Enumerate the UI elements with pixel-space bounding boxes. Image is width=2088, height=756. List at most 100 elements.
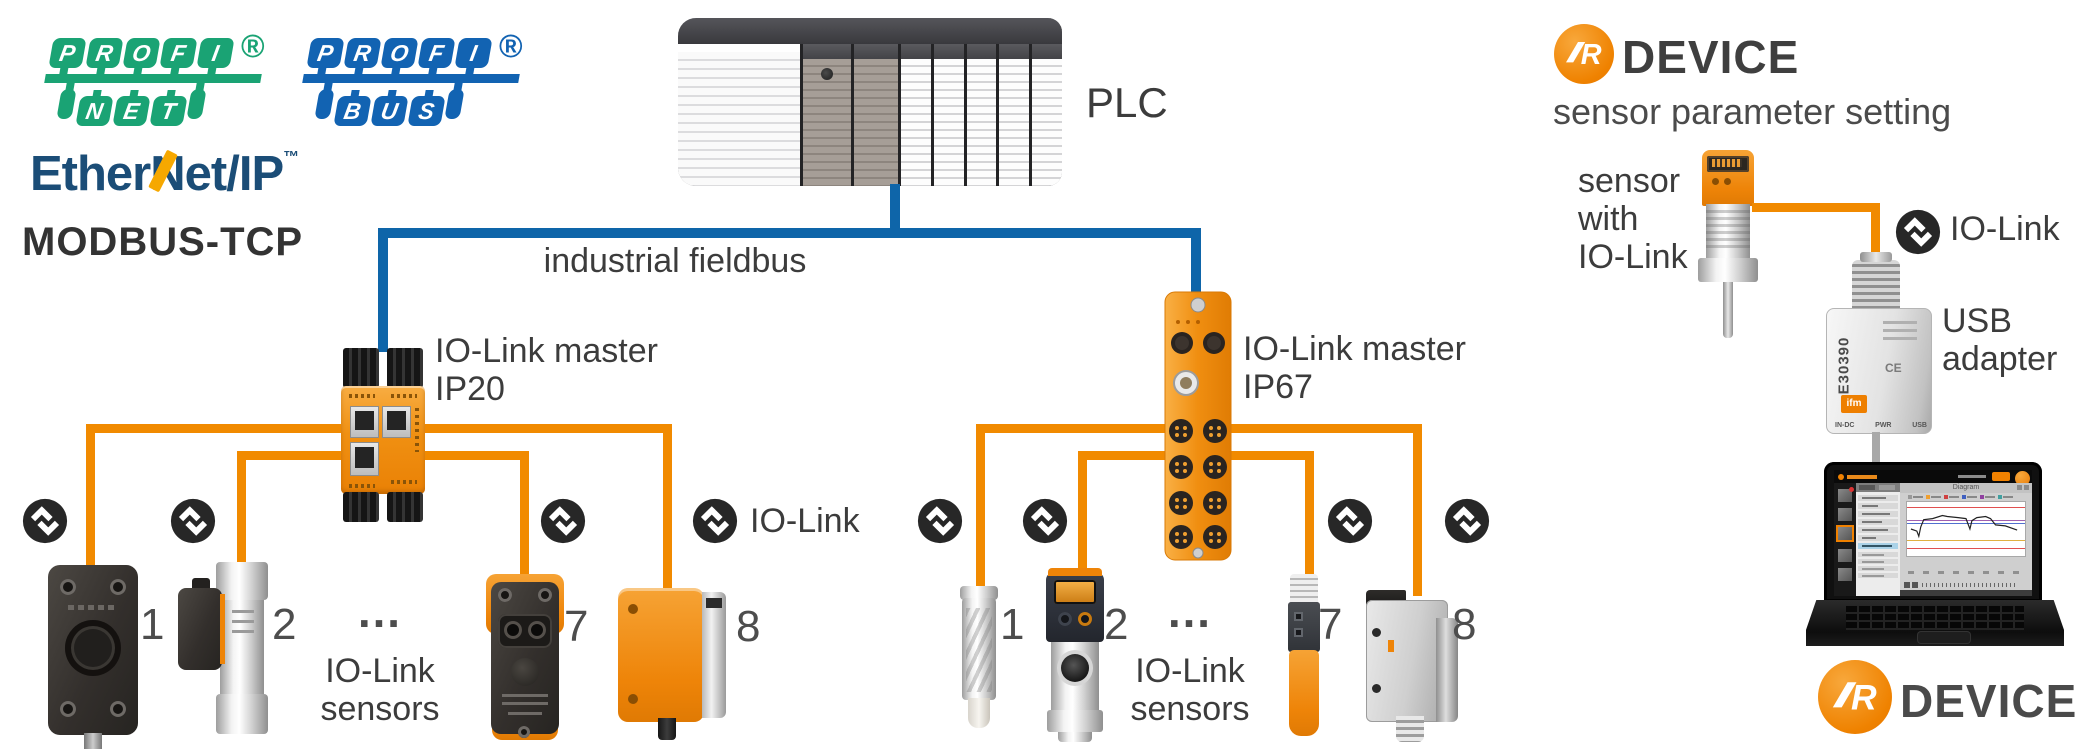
iolink-cable: [520, 451, 529, 583]
touchpad: [1918, 632, 1970, 643]
plc-module: [933, 18, 964, 186]
sensor-pressure: [1046, 568, 1104, 742]
sensor-number: 1: [1000, 600, 1025, 649]
sensor-level-cylinder: [1286, 574, 1322, 738]
plc-rack: [678, 18, 1062, 186]
sensor-rfid: [48, 565, 138, 749]
iolink-icon: [1022, 498, 1068, 544]
iolink-icon: [692, 498, 738, 544]
chart-window-title: Diagram: [1900, 483, 2032, 493]
plc-module: [966, 18, 997, 186]
sensor-number: 7: [564, 602, 589, 651]
ethernet-ip-logo: EtherNet/IP™: [30, 147, 300, 201]
device-brand-title: DEVICE: [1622, 31, 1800, 83]
plc-module: [803, 18, 851, 186]
iolink-label: IO-Link: [1950, 210, 2060, 248]
iolink-cable: [1078, 451, 1087, 575]
iolink-icon: [1895, 209, 1941, 255]
lr-device-logo-icon: R: [1818, 660, 1892, 734]
ce-mark: CE: [1885, 361, 1902, 375]
plc-module: [999, 18, 1030, 186]
trend-chart: [1906, 501, 2026, 557]
software-titlebar: [1834, 470, 2032, 486]
iolink-master-ip67: [1164, 291, 1232, 561]
port-label: PWR: [1875, 422, 1892, 429]
iolink-cable: [1413, 424, 1422, 596]
iolink-cable: [976, 424, 985, 594]
sensor-flow: [176, 560, 271, 740]
profibus-letter-tile: P: [306, 38, 345, 68]
iolink-cable: [86, 424, 95, 572]
iolink-cable: [1752, 203, 1880, 212]
iolink-icon: [917, 498, 963, 544]
iolink-cable: [421, 451, 529, 460]
connector-stub: [658, 718, 676, 740]
sensor-optical: [486, 574, 564, 740]
fieldbus-label: industrial fieldbus: [543, 242, 807, 280]
iolink-cable: [1305, 451, 1314, 581]
plc-module: [1032, 18, 1062, 186]
laptop-keyboard-base: [1806, 600, 2064, 646]
connector-stub: [84, 733, 102, 749]
profibus-bus-bar: [302, 74, 520, 83]
iolink-cable: [237, 451, 246, 569]
m12-connector: [1396, 716, 1424, 742]
plc-label: PLC: [1086, 79, 1168, 126]
keyboard: [1846, 606, 2024, 630]
ethernet-port: [350, 442, 379, 476]
software-parameter-list: [1856, 483, 1900, 596]
terminal-connector: [343, 492, 379, 522]
svg-text:R: R: [1581, 39, 1602, 71]
sensor-number: 2: [1104, 600, 1129, 649]
iolink-icon: [1327, 498, 1373, 544]
sensor-number: 8: [736, 602, 761, 651]
profinet-bus-bar: [44, 74, 262, 83]
iolink-cable: [1871, 203, 1880, 265]
iolink-cable: [663, 424, 672, 596]
software-button: [1992, 472, 2010, 481]
laptop-screen: Diagram: [1824, 462, 2042, 602]
sensor-number: 2: [272, 600, 297, 649]
fieldbus-line: [378, 228, 1201, 238]
lr-device-software-window: Diagram: [1834, 470, 2032, 596]
plc-cpu-module: [678, 18, 800, 186]
sensor-temperature: [1698, 150, 1758, 342]
ellipsis: …: [1166, 585, 1218, 637]
ifm-logo: ifm: [1841, 395, 1867, 413]
adapter-model-text: E30390: [1835, 336, 1853, 395]
software-logo-icon: [2015, 471, 2030, 486]
plc-module-knob: [821, 68, 833, 80]
iolink-icon: [170, 498, 216, 544]
sensor-with-iolink-label: sensor with IO-Link: [1578, 162, 1688, 276]
plc-top-band: [678, 18, 1062, 44]
terminal-connector: [387, 348, 423, 388]
iolink-icon: [22, 498, 68, 544]
parameter-setting-subtitle: sensor parameter setting: [1553, 91, 1952, 132]
terminal-connector: [343, 348, 379, 388]
iolink-icon: [1444, 498, 1490, 544]
registered-mark: ®: [241, 28, 265, 64]
iolink-master-ip20: [341, 348, 425, 522]
lr-device-logo-icon: R: [1554, 24, 1614, 84]
port-label: USB: [1912, 422, 1927, 429]
sensor-number: 1: [140, 600, 165, 649]
sensor-number: 7: [1318, 600, 1343, 649]
ethernet-port: [350, 406, 379, 438]
iolink-label: IO-Link: [750, 502, 860, 540]
sensor-level-probe: [956, 586, 1002, 738]
flow-sensor-head: [178, 588, 222, 670]
plc-drop-line: [890, 184, 900, 234]
iolink-cable: [237, 451, 345, 460]
usb-iolink-adapter: E30390 CE ifm IN-DC PWR USB: [1826, 308, 1932, 434]
plc-module: [901, 18, 931, 186]
fieldbus-drop-ip67: [1191, 228, 1201, 296]
profinet-letter-tile: P: [48, 38, 87, 68]
